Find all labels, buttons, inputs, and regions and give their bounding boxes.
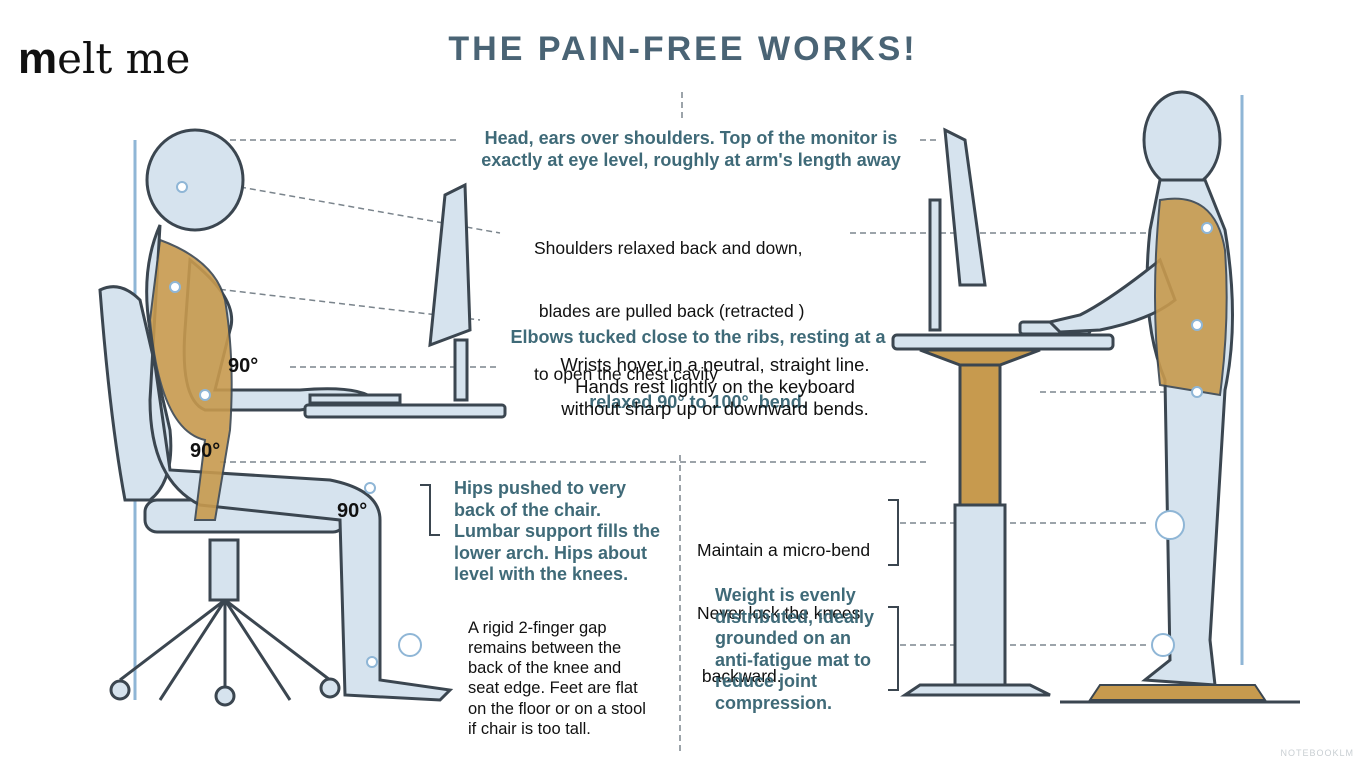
- back-brace-left: [148, 238, 233, 521]
- gap-label: A rigid 2-finger gap remains between the…: [468, 619, 646, 738]
- joint-markers: [169, 181, 1213, 668]
- watermark: NOTEBOOKLM: [1280, 748, 1354, 758]
- seated-desk: [303, 182, 507, 419]
- arm-angle-label: 90°: [228, 355, 259, 377]
- logo-text: elt me: [57, 34, 191, 83]
- knees-label: Maintain a micro-bend Never lock the kne…: [697, 540, 871, 686]
- page-title: THE PAIN-FREE WORKS!: [448, 30, 918, 68]
- brand-logo: melt me: [18, 34, 190, 84]
- back-brace-right: [1154, 197, 1228, 397]
- weight-label: Weight is evenly distributed, ideally gr…: [715, 585, 875, 713]
- elbows-label: Elbows tucked close to the ribs, resting…: [510, 327, 886, 412]
- anti-fatigue-mat: [1088, 684, 1267, 701]
- wrists-label: Wrists hover in a neutral, straight line…: [560, 354, 870, 420]
- knee-angle-label: 90°: [337, 500, 368, 522]
- logo-mark: m: [18, 34, 58, 83]
- shoulders-label: Shoulders relaxed back and down, blades …: [534, 238, 805, 384]
- hip-angle-label: 90°: [190, 440, 221, 462]
- hips-label: Hips pushed to very back of the chair. L…: [454, 478, 661, 585]
- standing-desk: [891, 127, 1115, 697]
- head-label: Head, ears over shoulders. Top of the mo…: [481, 128, 901, 170]
- brackets: [420, 484, 899, 691]
